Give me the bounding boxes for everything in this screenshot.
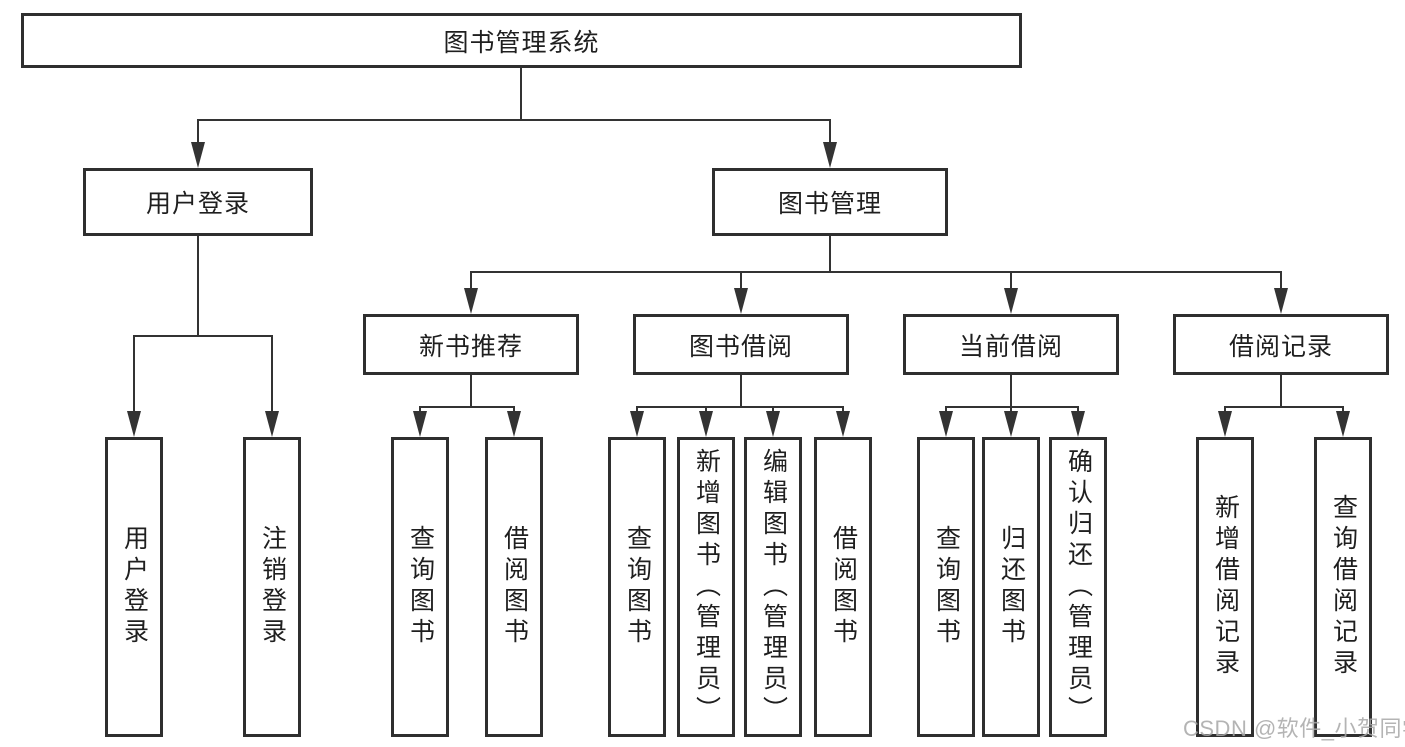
node-root: 图书管理系统	[21, 13, 1022, 68]
node-borrow-records-label: 借阅记录	[1228, 332, 1333, 361]
connector-userlogin-stem	[197, 236, 199, 337]
node-add-book-admin: 新增图书（管理员）	[677, 437, 735, 737]
connector-sec2-drop-2	[705, 406, 707, 413]
connector-sec4-drop-2	[1342, 406, 1344, 413]
node-current-borrow-label: 当前借阅	[958, 332, 1063, 361]
arrowhead-to-book-borrow	[734, 288, 748, 314]
arrowhead-sec2-leaf-2	[699, 411, 713, 437]
connector-sec2-drop-1	[636, 406, 638, 413]
connector-sec3-bar	[945, 406, 1079, 408]
node-root-label: 图书管理系统	[443, 28, 600, 57]
arrowhead-to-user-login-leaf	[127, 411, 141, 437]
connector-sec2-bar	[636, 406, 844, 408]
node-add-book-admin-label: 新增图书（管理员）	[692, 447, 721, 727]
node-confirm-return-admin: 确认归还（管理员）	[1049, 437, 1107, 737]
node-current-borrow: 当前借阅	[903, 314, 1119, 375]
arrowhead-sec2-leaf-4	[836, 411, 850, 437]
connector-sec2-drop-3	[772, 406, 774, 413]
arrowhead-sec4-leaf-2	[1336, 411, 1350, 437]
arrowhead-sec3-leaf-2	[1004, 411, 1018, 437]
arrowhead-sec2-leaf-1	[630, 411, 644, 437]
arrowhead-sec1-leaf-1	[413, 411, 427, 437]
node-borrow-books-recommend-label: 借阅图书	[500, 525, 529, 649]
node-borrow-books-recommend: 借阅图书	[485, 437, 543, 737]
connector-sec1-stem	[470, 375, 472, 408]
connector-bookmgmt-drop-2	[740, 271, 742, 289]
connector-sec1-drop-1	[419, 406, 421, 413]
connector-sec2-drop-4	[842, 406, 844, 413]
connector-sec3-drop-3	[1077, 406, 1079, 413]
node-edit-book-admin: 编辑图书（管理员）	[744, 437, 802, 737]
node-user-login-branch-label: 用户登录	[145, 190, 250, 218]
node-query-books-borrow-label: 查询图书	[623, 525, 652, 649]
node-borrow-records: 借阅记录	[1173, 314, 1389, 375]
arrowhead-to-current-borrow	[1004, 288, 1018, 314]
connector-userlogin-bar	[133, 335, 273, 337]
node-query-books-current-label: 查询图书	[932, 525, 961, 649]
node-book-management: 图书管理	[712, 168, 948, 236]
connector-sec2-stem	[740, 375, 742, 408]
connector-userlogin-drop-1	[133, 335, 135, 412]
node-borrow-books-leaf: 借阅图书	[814, 437, 872, 737]
node-book-borrow-label: 图书借阅	[688, 332, 793, 361]
connector-root-drop-right	[829, 119, 831, 143]
node-edit-book-admin-label: 编辑图书（管理员）	[759, 447, 788, 727]
arrowhead-sec1-leaf-2	[507, 411, 521, 437]
connector-bookmgmt-drop-4	[1280, 271, 1282, 289]
connector-bookmgmt-drop-1	[470, 271, 472, 289]
connector-bookmgmt-stem	[829, 236, 831, 273]
node-query-books-borrow: 查询图书	[608, 437, 666, 737]
node-query-borrow-record-label: 查询借阅记录	[1329, 494, 1358, 680]
connector-bookmgmt-bar	[470, 271, 1282, 273]
connector-sec3-stem	[1010, 375, 1012, 408]
node-query-books-current: 查询图书	[917, 437, 975, 737]
connector-root-bar	[197, 119, 831, 121]
connector-sec3-drop-1	[945, 406, 947, 413]
node-add-borrow-record: 新增借阅记录	[1196, 437, 1254, 737]
arrowhead-to-user-login-branch	[191, 142, 205, 168]
node-query-books-recommend-label: 查询图书	[406, 525, 435, 649]
arrowhead-sec4-leaf-1	[1218, 411, 1232, 437]
connector-sec3-drop-2	[1010, 406, 1012, 413]
connector-bookmgmt-drop-3	[1010, 271, 1012, 289]
csdn-watermark: CSDN @软件_小贺同学	[1183, 716, 1405, 741]
node-book-management-label: 图书管理	[777, 190, 882, 218]
arrowhead-sec3-leaf-3	[1071, 411, 1085, 437]
arrowhead-to-borrow-records	[1274, 288, 1288, 314]
node-borrow-books-leaf-label: 借阅图书	[829, 525, 858, 649]
arrowhead-sec2-leaf-3	[766, 411, 780, 437]
node-logout-label: 注销登录	[258, 525, 287, 649]
node-user-login: 用户登录	[105, 437, 163, 737]
node-user-login-label: 用户登录	[120, 525, 149, 649]
node-user-login-branch: 用户登录	[83, 168, 313, 236]
node-add-borrow-record-label: 新增借阅记录	[1211, 494, 1240, 680]
connector-sec1-drop-2	[513, 406, 515, 413]
connector-sec4-bar	[1224, 406, 1344, 408]
node-confirm-return-admin-label: 确认归还（管理员）	[1064, 447, 1093, 727]
arrowhead-to-book-management	[823, 142, 837, 168]
arrowhead-to-logout-leaf	[265, 411, 279, 437]
node-query-books-recommend: 查询图书	[391, 437, 449, 737]
connector-sec4-stem	[1280, 375, 1282, 408]
arrowhead-sec3-leaf-1	[939, 411, 953, 437]
node-return-book: 归还图书	[982, 437, 1040, 737]
node-return-book-label: 归还图书	[997, 525, 1026, 649]
node-logout: 注销登录	[243, 437, 301, 737]
connector-userlogin-drop-2	[271, 335, 273, 412]
node-new-book-recommend: 新书推荐	[363, 314, 579, 375]
node-book-borrow: 图书借阅	[633, 314, 849, 375]
connector-root-stem	[520, 68, 522, 121]
arrowhead-to-new-book-recommend	[464, 288, 478, 314]
node-query-borrow-record: 查询借阅记录	[1314, 437, 1372, 737]
connector-sec4-drop-1	[1224, 406, 1226, 413]
connector-root-drop-left	[197, 119, 199, 143]
connector-sec1-bar	[419, 406, 515, 408]
node-new-book-recommend-label: 新书推荐	[418, 332, 523, 361]
